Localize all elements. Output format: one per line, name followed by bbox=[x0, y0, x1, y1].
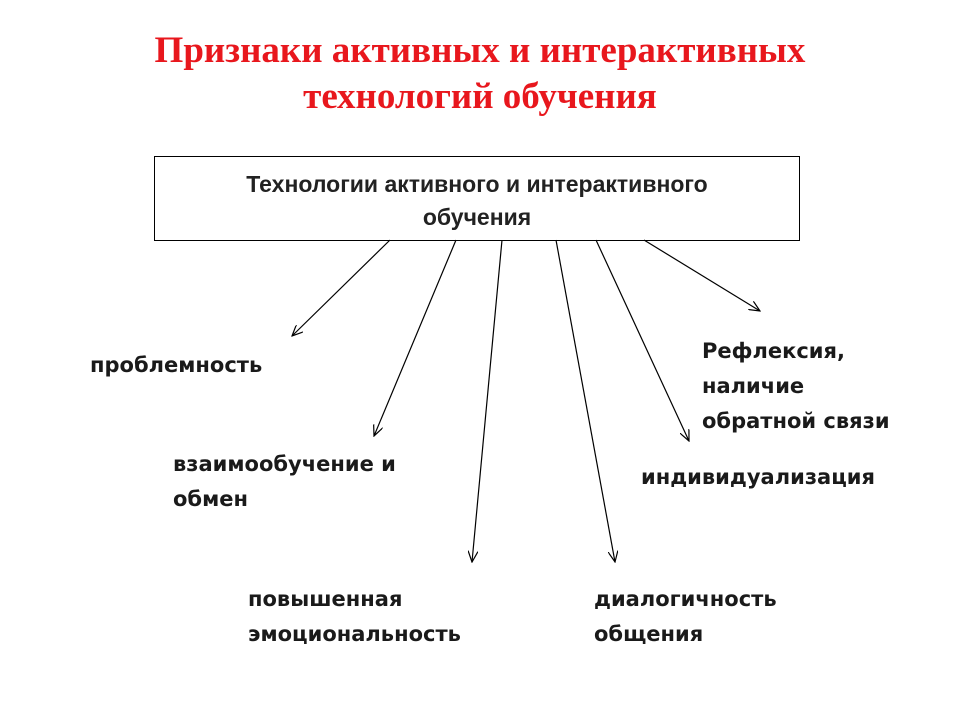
feature-reflection-line-1: Рефлексия, bbox=[702, 339, 845, 363]
feature-mutual-line-1: взаимообучение и bbox=[173, 452, 396, 476]
slide-title-line-2: технологий обучения bbox=[303, 76, 657, 117]
central-concept-line-1: Технологии активного и интерактивного bbox=[246, 171, 708, 197]
feature-emotion-line-1: повышенная bbox=[248, 587, 403, 611]
feature-reflection-line-3: обратной связи bbox=[702, 409, 890, 433]
feature-mutual-learning: взаимообучение и обмен bbox=[173, 447, 396, 517]
feature-problem-line-1: проблемность bbox=[90, 353, 263, 377]
feature-dialog-line-1: диалогичность bbox=[594, 587, 777, 611]
feature-mutual-line-2: обмен bbox=[173, 487, 249, 511]
arrow-to-problem bbox=[292, 239, 391, 336]
feature-individualization: индивидуализация bbox=[641, 460, 875, 495]
slide-title: Признаки активных и интерактивных технол… bbox=[0, 28, 960, 120]
feature-problem: проблемность bbox=[90, 348, 262, 383]
feature-individual-line-1: индивидуализация bbox=[641, 465, 875, 489]
slide-title-line-1: Признаки активных и интерактивных bbox=[154, 30, 806, 71]
feature-dialog: диалогичность общения bbox=[594, 582, 777, 652]
central-concept-line-2: обучения bbox=[422, 204, 532, 230]
feature-emotion-line-2: эмоциональность bbox=[248, 622, 461, 646]
central-concept-box: Технологии активного и интерактивного об… bbox=[154, 156, 800, 241]
arrow-to-dialog bbox=[555, 239, 615, 562]
arrow-to-emotion bbox=[472, 239, 503, 562]
feature-reflection-line-2: наличие bbox=[702, 374, 805, 398]
feature-reflection: Рефлексия, наличие обратной связи bbox=[702, 334, 890, 439]
arrow-to-individual bbox=[595, 239, 689, 441]
arrow-to-reflection bbox=[643, 239, 760, 311]
feature-emotion: повышенная эмоциональность bbox=[248, 582, 461, 652]
arrow-to-mutual bbox=[374, 239, 457, 436]
feature-dialog-line-2: общения bbox=[594, 622, 704, 646]
